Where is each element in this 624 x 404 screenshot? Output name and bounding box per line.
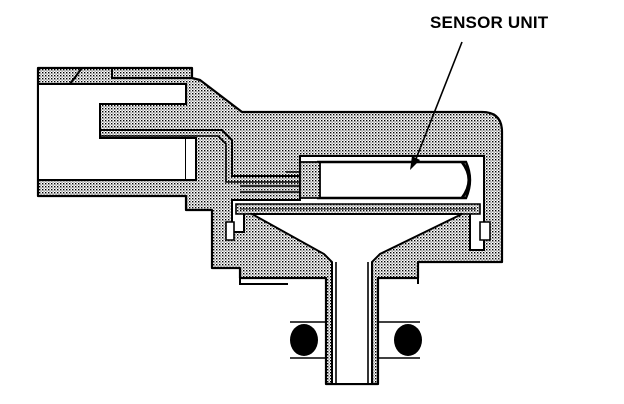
connector-sleeve: [186, 137, 197, 181]
o-ring-right: [394, 324, 422, 356]
sensor-unit-left-cap: [299, 161, 321, 199]
nozzle-left-shoulder: [239, 268, 288, 285]
callout-arrowhead: [410, 156, 420, 170]
sensor-unit-right-cap: [460, 161, 471, 199]
connector-terminal-pin: [100, 129, 300, 177]
sensor-unit-label: SENSOR UNIT: [430, 13, 549, 32]
o-ring-groove-left: [290, 321, 326, 359]
connector-terminal-pin-inner: [100, 135, 300, 183]
o-ring-left: [290, 324, 318, 356]
sensor-unit-element: [313, 160, 472, 200]
sensor-lead-wires: [240, 171, 300, 193]
o-ring-groove-right: [378, 321, 420, 359]
connector-latch: [37, 67, 192, 85]
pressure-inlet-funnel: [248, 213, 463, 385]
left-mount-slot: [225, 221, 235, 241]
right-mount-slot: [479, 221, 491, 241]
connector-hood-opening: [37, 83, 187, 181]
callout-leader-line: [413, 41, 463, 165]
